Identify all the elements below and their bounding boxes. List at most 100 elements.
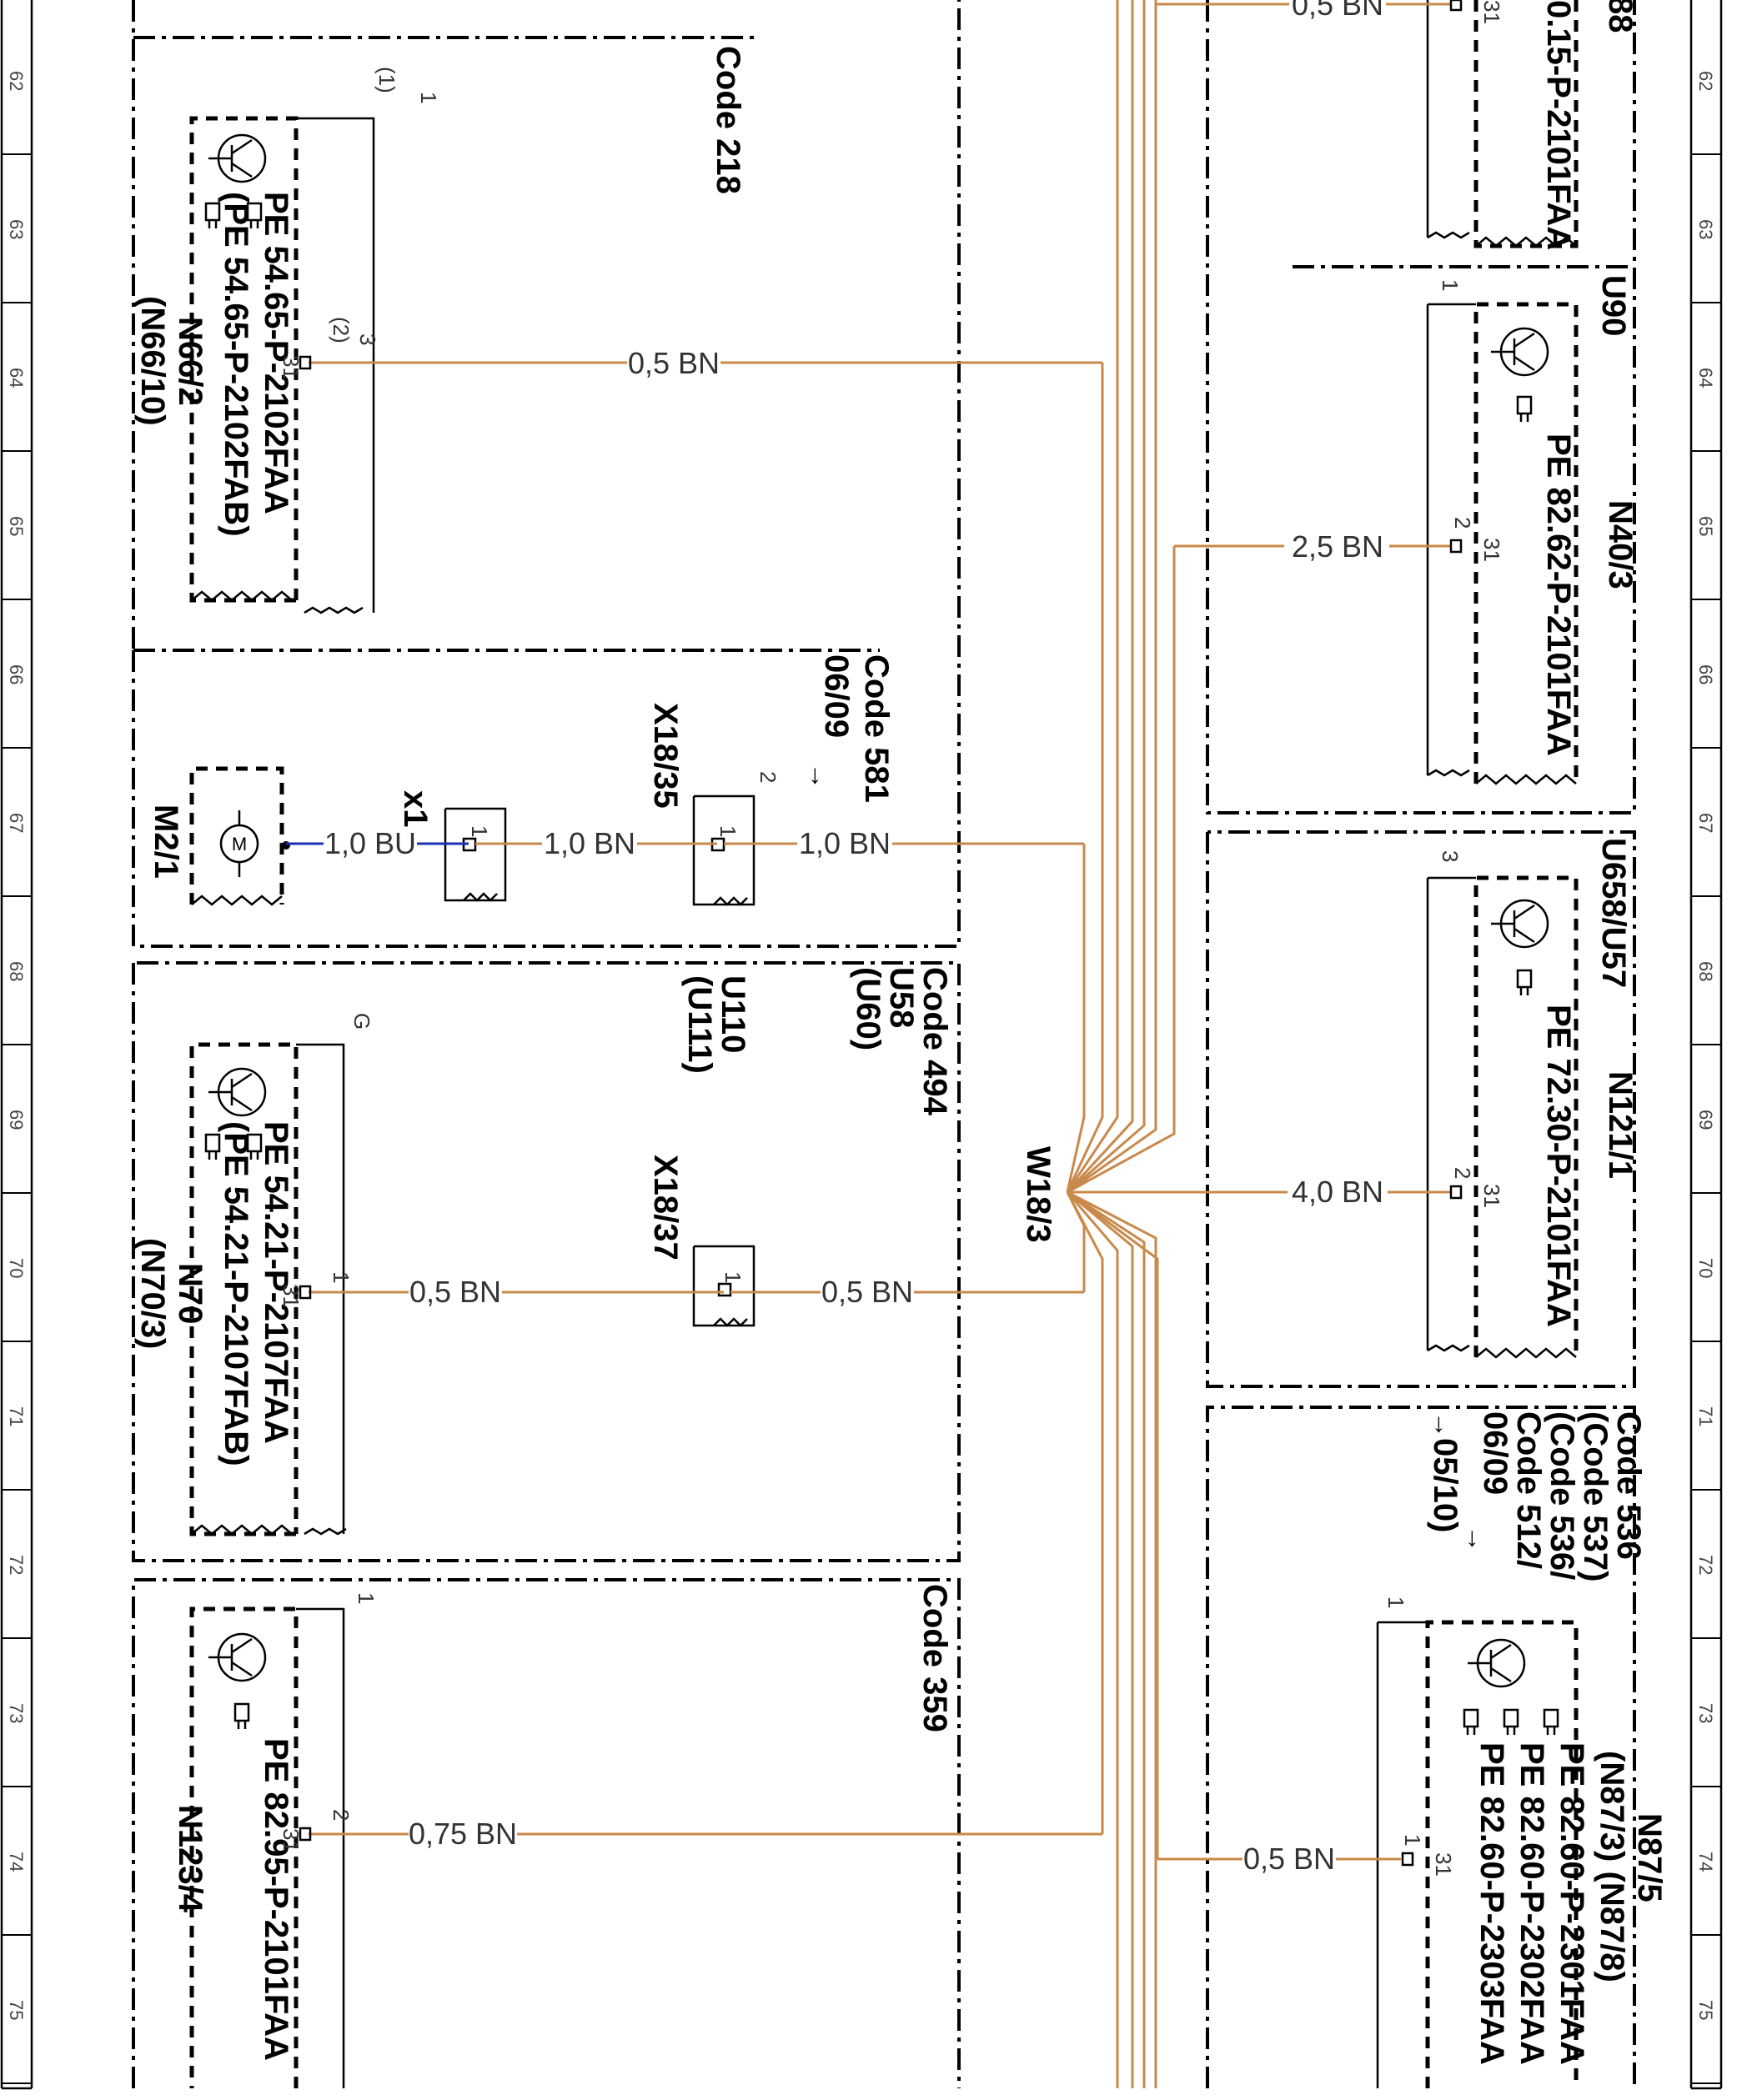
n40-pin-top: 1 [1438,279,1463,291]
frame-code-494 [132,961,961,1562]
code-581-date: 06/09 [818,654,855,738]
component-n123-4-box [189,1606,345,2088]
component-top-right-box [1426,0,1579,248]
code-date2-label: 05/10) [1427,1438,1463,1532]
wire-label: 1,0 BN [797,826,892,860]
wire-label-m2-bu: 1,0 BU [324,826,416,860]
code-581-label: Code 581 [858,654,895,803]
component-n66-2-box [189,116,375,614]
ruler-number: 72 [6,1555,27,1575]
x18-35-pin-top: 2 [756,771,781,783]
ruler-number: 67 [1695,813,1716,833]
n66-part2: (PE 54.65-P-2102FAB) [218,192,254,537]
ruler-number: 72 [1695,1555,1716,1575]
ruler-number: 73 [1695,1703,1716,1723]
arrow-icon: → [1462,1526,1492,1552]
arrow-icon: → [1428,1411,1458,1438]
pin-markers [299,0,1463,1867]
wire-label-x1-x18: 1,0 BN [544,826,635,860]
wire-label: 0,5 BN [1242,1842,1336,1876]
hand-icon [204,202,221,228]
wire-label: 1,0 BN [542,826,637,860]
n70-pin: 1 [329,1271,354,1283]
u658-u57-label: U658/U57 [1595,838,1632,988]
n87-alt: (N87/3) (N87/8) [1594,1751,1630,1982]
n70-ground: 31 [279,1284,304,1308]
n121-name: N121/1 [1602,1071,1639,1179]
wire-label: 0,5 BN [821,1275,914,1309]
n123-pin-top: 1 [354,1592,379,1604]
n123-ground: 31 [279,1828,304,1852]
code-359-label: Code 359 [916,1584,953,1732]
ruler-number: 65 [1695,516,1716,536]
n40-pin: 2 [1450,517,1475,529]
ruler-number: 64 [6,368,27,388]
n121-pin: 2 [1450,1167,1475,1179]
ruler-number: 66 [6,664,27,684]
x18-35-pin: 1 [715,825,740,837]
component-n87-5-box [1376,1620,1579,2088]
transistor-icon [1468,1638,1526,1688]
hand-icon [246,1133,263,1160]
component-n40-3-box [1426,302,1579,785]
ruler-number: 67 [6,813,27,833]
n66-pin-top-alt: (1) [374,67,399,93]
code-494-u58: U58 [883,967,920,1028]
transistor-icon [208,1632,267,1682]
code-536-label: Code 536 [1610,1411,1647,1560]
n121-part1: PE 72.30-P-2101FAA [1540,1005,1577,1327]
hand-icon [246,202,263,228]
wire-label-n121: 4,0 BN [1292,1175,1383,1209]
ruler-number: 65 [6,516,27,536]
wire-label: 4,0 BN [1288,1175,1388,1209]
ruler-number: 63 [1695,219,1716,239]
n123-pin: 2 [329,1809,354,1821]
code-date1-label: 06/09 [1477,1411,1514,1495]
ruler-number: 71 [6,1406,27,1426]
wire-label: 1,0 BU [324,826,417,860]
motor-icon: M [219,810,259,877]
transistor-icon [208,133,267,183]
ruler-number: 73 [6,1703,27,1723]
x18-35-name: X18/35 [647,703,684,809]
code-537-label: (Code 537) [1577,1411,1614,1582]
x18-37-name: X18/37 [647,1155,684,1261]
n66-part1: PE 54.65-P-2102FAA [258,192,294,514]
component-n70-box [189,1042,347,1536]
hand-icon [233,1702,250,1729]
ruler-number: 68 [6,961,27,981]
ruler-number: 74 [6,1852,27,1872]
transistor-icon [208,1067,267,1117]
wire-label-n40: 2,5 BN [1292,529,1383,564]
n40-ground: 31 [1479,538,1504,562]
wire-label-x18-35-out: 1,0 BN [799,826,891,860]
wire-label: 0,75 BN [409,1817,517,1851]
n87-ground: 31 [1431,1852,1456,1877]
hand-icon [1516,969,1533,995]
n121-pin-top: 3 [1438,850,1463,862]
ruler-number: 62 [6,71,27,91]
wire-label-n66: 0,5 BN [628,346,720,380]
wire-label: 0,5 BN [627,346,720,380]
n87-part3: PE 82.60-P-2303FAA [1473,1742,1510,2065]
hand-icon [204,1133,221,1160]
x1-pin: 1 [467,825,492,837]
ruler-number: 74 [1695,1852,1716,1872]
component-m2-1-box: M [189,766,290,906]
transistor-icon [1491,327,1549,377]
ruler-number: 66 [1695,664,1716,684]
code-494-u111: (U111) [681,975,718,1074]
connector-x18-37 [692,1245,756,1327]
n121-ground: 31 [1479,1184,1504,1208]
ruler-number: 69 [6,1110,27,1130]
n123-part1: PE 82.95-P-2101FAA [258,1738,294,2061]
n40-name: N40/3 [1602,500,1639,589]
n66-name: N66/2 [172,317,208,406]
n70-name: N70 [172,1263,208,1324]
n87-part1: PE 82.60-P-2301FAA [1554,1742,1590,2065]
wiring-harness [286,0,1451,2088]
n40-part1: PE 82.62-P-2101FAA [1540,434,1577,756]
hand-icon [1543,1708,1559,1735]
